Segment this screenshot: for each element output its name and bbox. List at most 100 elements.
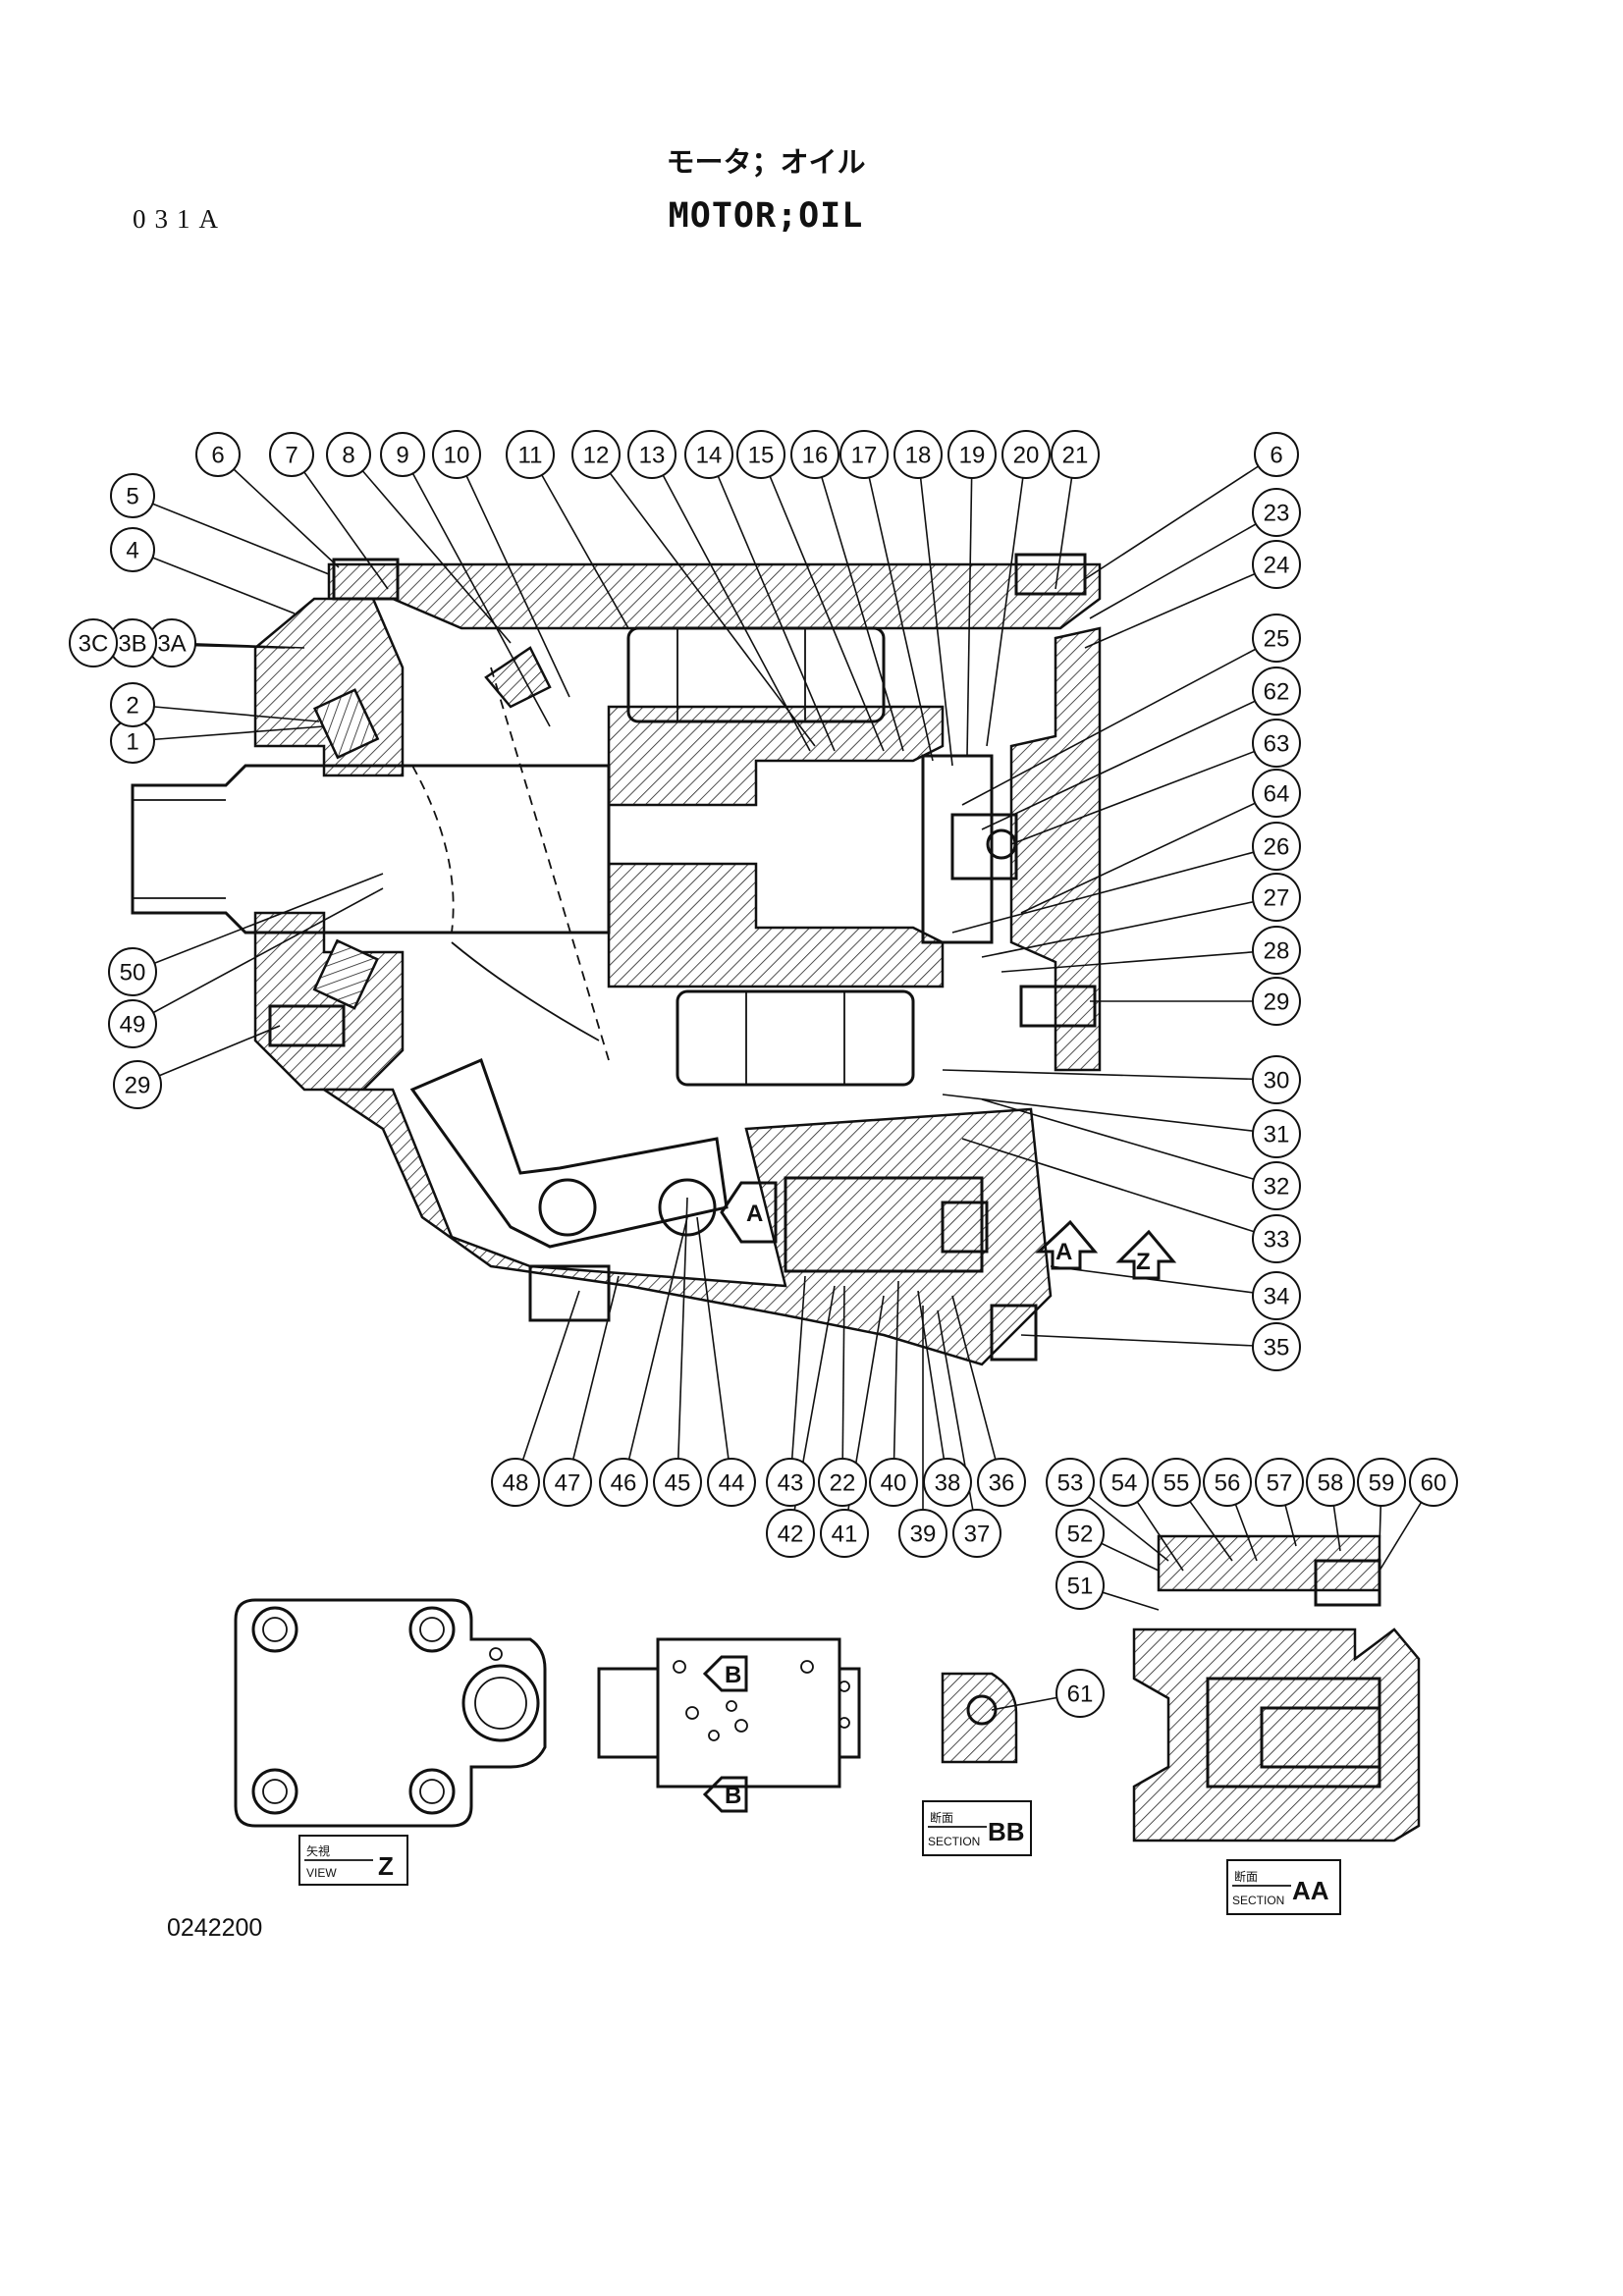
callout-56: 56 — [1203, 1458, 1252, 1507]
svg-text:30: 30 — [1264, 1068, 1290, 1095]
leader-63 — [1010, 742, 1277, 845]
leader-27 — [981, 896, 1277, 958]
svg-text:56: 56 — [1215, 1470, 1241, 1497]
svg-text:63: 63 — [1264, 731, 1290, 758]
callout-53: 53 — [1046, 1458, 1095, 1507]
leader-11 — [529, 454, 629, 629]
callout-11: 11 — [506, 430, 555, 479]
cylinder-block-lower — [607, 862, 945, 988]
svg-text:29: 29 — [1264, 989, 1290, 1016]
pin-hole-left — [538, 1178, 597, 1237]
callout-46: 46 — [599, 1458, 648, 1507]
svg-text:51: 51 — [1067, 1574, 1094, 1600]
callout-64: 64 — [1252, 769, 1301, 818]
svg-text:41: 41 — [832, 1522, 858, 1548]
valve-plate — [921, 754, 994, 944]
section-bb — [941, 1672, 1018, 1764]
page-title: MOTOR;OIL — [668, 196, 864, 236]
svg-text:44: 44 — [719, 1470, 745, 1497]
callout-32: 32 — [1252, 1161, 1301, 1210]
leader-12 — [595, 454, 816, 747]
view-arrow-z: Z — [1115, 1229, 1177, 1280]
leader-2 — [132, 704, 320, 722]
svg-text:B: B — [725, 1783, 741, 1809]
svg-text:20: 20 — [1013, 443, 1040, 469]
callout-12: 12 — [571, 430, 621, 479]
svg-text:断面: 断面 — [1234, 1869, 1258, 1884]
svg-text:10: 10 — [444, 443, 470, 469]
svg-text:46: 46 — [611, 1470, 637, 1497]
svg-text:50: 50 — [120, 960, 146, 987]
section-aa-caption: 断面 SECTION AA — [1226, 1859, 1341, 1915]
svg-text:12: 12 — [583, 443, 610, 469]
callout-55: 55 — [1152, 1458, 1201, 1507]
svg-text:3A: 3A — [157, 631, 186, 658]
callout-15: 15 — [736, 430, 785, 479]
control-arm — [409, 1057, 729, 1249]
leader-lines — [92, 454, 1434, 1711]
svg-text:28: 28 — [1264, 938, 1290, 965]
leader-26 — [951, 845, 1277, 934]
svg-text:35: 35 — [1264, 1335, 1290, 1362]
swash-plate — [484, 646, 552, 709]
leader-49 — [132, 887, 384, 1025]
callout-16: 16 — [790, 430, 839, 479]
leader-31 — [942, 1094, 1277, 1135]
leader-15 — [760, 454, 885, 752]
leader-10 — [456, 454, 570, 698]
bolt-right — [1019, 985, 1097, 1028]
svg-text:24: 24 — [1264, 553, 1290, 579]
piston-lower — [676, 989, 915, 1087]
right-end-cover — [1009, 626, 1102, 1072]
leader-64 — [1020, 792, 1277, 914]
svg-text:27: 27 — [1264, 885, 1290, 912]
leader-34 — [1050, 1265, 1277, 1297]
callout-3A: 3A — [147, 618, 196, 667]
callout-5: 5 — [110, 473, 155, 518]
svg-text:6: 6 — [211, 443, 224, 469]
callout-49: 49 — [108, 999, 157, 1048]
svg-text:Z: Z — [378, 1851, 394, 1881]
svg-text:45: 45 — [665, 1470, 691, 1497]
svg-text:31: 31 — [1264, 1122, 1290, 1148]
svg-text:22: 22 — [830, 1470, 856, 1497]
callout-59: 59 — [1357, 1458, 1406, 1507]
section-bb-caption: 断面 SECTION BB — [922, 1800, 1032, 1856]
callout-2: 2 — [110, 682, 155, 727]
bolt-top-left — [332, 558, 400, 601]
svg-text:40: 40 — [881, 1470, 907, 1497]
leader-1 — [132, 725, 325, 742]
callout-22: 22 — [818, 1458, 867, 1507]
callout-60: 60 — [1409, 1458, 1458, 1507]
callout-62: 62 — [1252, 667, 1301, 716]
svg-text:23: 23 — [1264, 501, 1290, 527]
svg-text:59: 59 — [1369, 1470, 1395, 1497]
svg-text:SECTION: SECTION — [928, 1835, 980, 1848]
svg-text:16: 16 — [802, 443, 829, 469]
svg-text:3B: 3B — [118, 631, 146, 658]
svg-text:64: 64 — [1264, 781, 1290, 808]
svg-text:34: 34 — [1264, 1284, 1290, 1310]
callout-6: 6 — [1254, 432, 1299, 477]
leader-30 — [942, 1069, 1277, 1081]
callout-63: 63 — [1252, 719, 1301, 768]
callout-27: 27 — [1252, 873, 1301, 922]
view-z-caption: 矢視 VIEW Z — [298, 1835, 408, 1886]
bearing-roller-bottom — [312, 938, 379, 1010]
svg-text:58: 58 — [1318, 1470, 1344, 1497]
callout-48: 48 — [491, 1458, 540, 1507]
leader-4 — [132, 549, 296, 614]
callout-10: 10 — [432, 430, 481, 479]
leader-44 — [696, 1216, 732, 1483]
callout-41: 41 — [820, 1509, 869, 1558]
top-casing — [327, 562, 1102, 630]
callout-21: 21 — [1051, 430, 1100, 479]
svg-text:60: 60 — [1421, 1470, 1447, 1497]
callout-52: 52 — [1055, 1509, 1105, 1558]
callout-9: 9 — [380, 432, 425, 477]
svg-text:55: 55 — [1163, 1470, 1190, 1497]
leader-13 — [651, 454, 811, 752]
svg-text:26: 26 — [1264, 834, 1290, 861]
svg-text:4: 4 — [126, 538, 138, 564]
